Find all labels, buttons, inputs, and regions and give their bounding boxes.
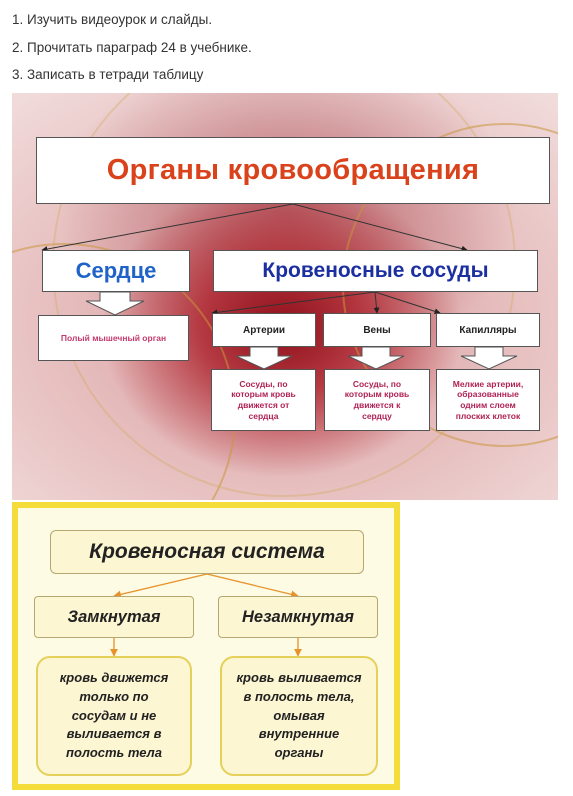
connector-arrow xyxy=(206,573,299,599)
open-system-description: кровь выливается в полость тела, омывая … xyxy=(220,656,378,776)
diagram-connectors xyxy=(41,203,518,370)
capillaries-description: Мелкие артерии, образованные одним слоем… xyxy=(436,369,540,431)
heart-label: Сердце xyxy=(42,250,190,292)
block-arrow xyxy=(85,291,145,316)
connector-arrow xyxy=(113,573,208,599)
arteries-label: Артерии xyxy=(212,313,316,347)
connector-line xyxy=(374,291,441,315)
closed-system-description: кровь движется только по сосудам и не вы… xyxy=(36,656,192,776)
block-arrow xyxy=(235,346,293,370)
connector-line xyxy=(373,291,380,314)
instruction-1: 1. Изучить видеоурок и слайды. xyxy=(12,12,213,27)
heart-description: Полый мышечный орган xyxy=(38,315,189,361)
diagram-title: Органы кровообращения xyxy=(36,137,550,204)
veins-label: Вены xyxy=(323,313,431,347)
diagram-title: Кровеносная система xyxy=(50,530,364,574)
capillaries-label: Капилляры xyxy=(436,313,540,347)
veins-description: Сосуды, по которым кровь движется к серд… xyxy=(324,369,430,431)
block-arrow xyxy=(347,346,405,370)
block-arrow xyxy=(460,346,518,370)
connector-line xyxy=(41,203,294,252)
connector-line xyxy=(292,203,468,252)
arteries-description: Сосуды, по которым кровь движется от сер… xyxy=(211,369,316,431)
blood-vessels-label: Кровеносные сосуды xyxy=(213,250,538,292)
diagram-connectors xyxy=(110,573,302,657)
instruction-3: 3. Записать в тетради таблицу xyxy=(12,67,204,82)
connector-line xyxy=(211,291,376,316)
circulatory-organs-diagram: Органы кровообращения Сердце Кровеносные… xyxy=(12,93,558,500)
circulatory-system-diagram: Кровеносная система Замкнутая Незамкнута… xyxy=(12,502,400,790)
instruction-2: 2. Прочитать параграф 24 в учебнике. xyxy=(12,40,252,55)
open-system-label: Незамкнутая xyxy=(218,596,378,638)
closed-system-label: Замкнутая xyxy=(34,596,194,638)
